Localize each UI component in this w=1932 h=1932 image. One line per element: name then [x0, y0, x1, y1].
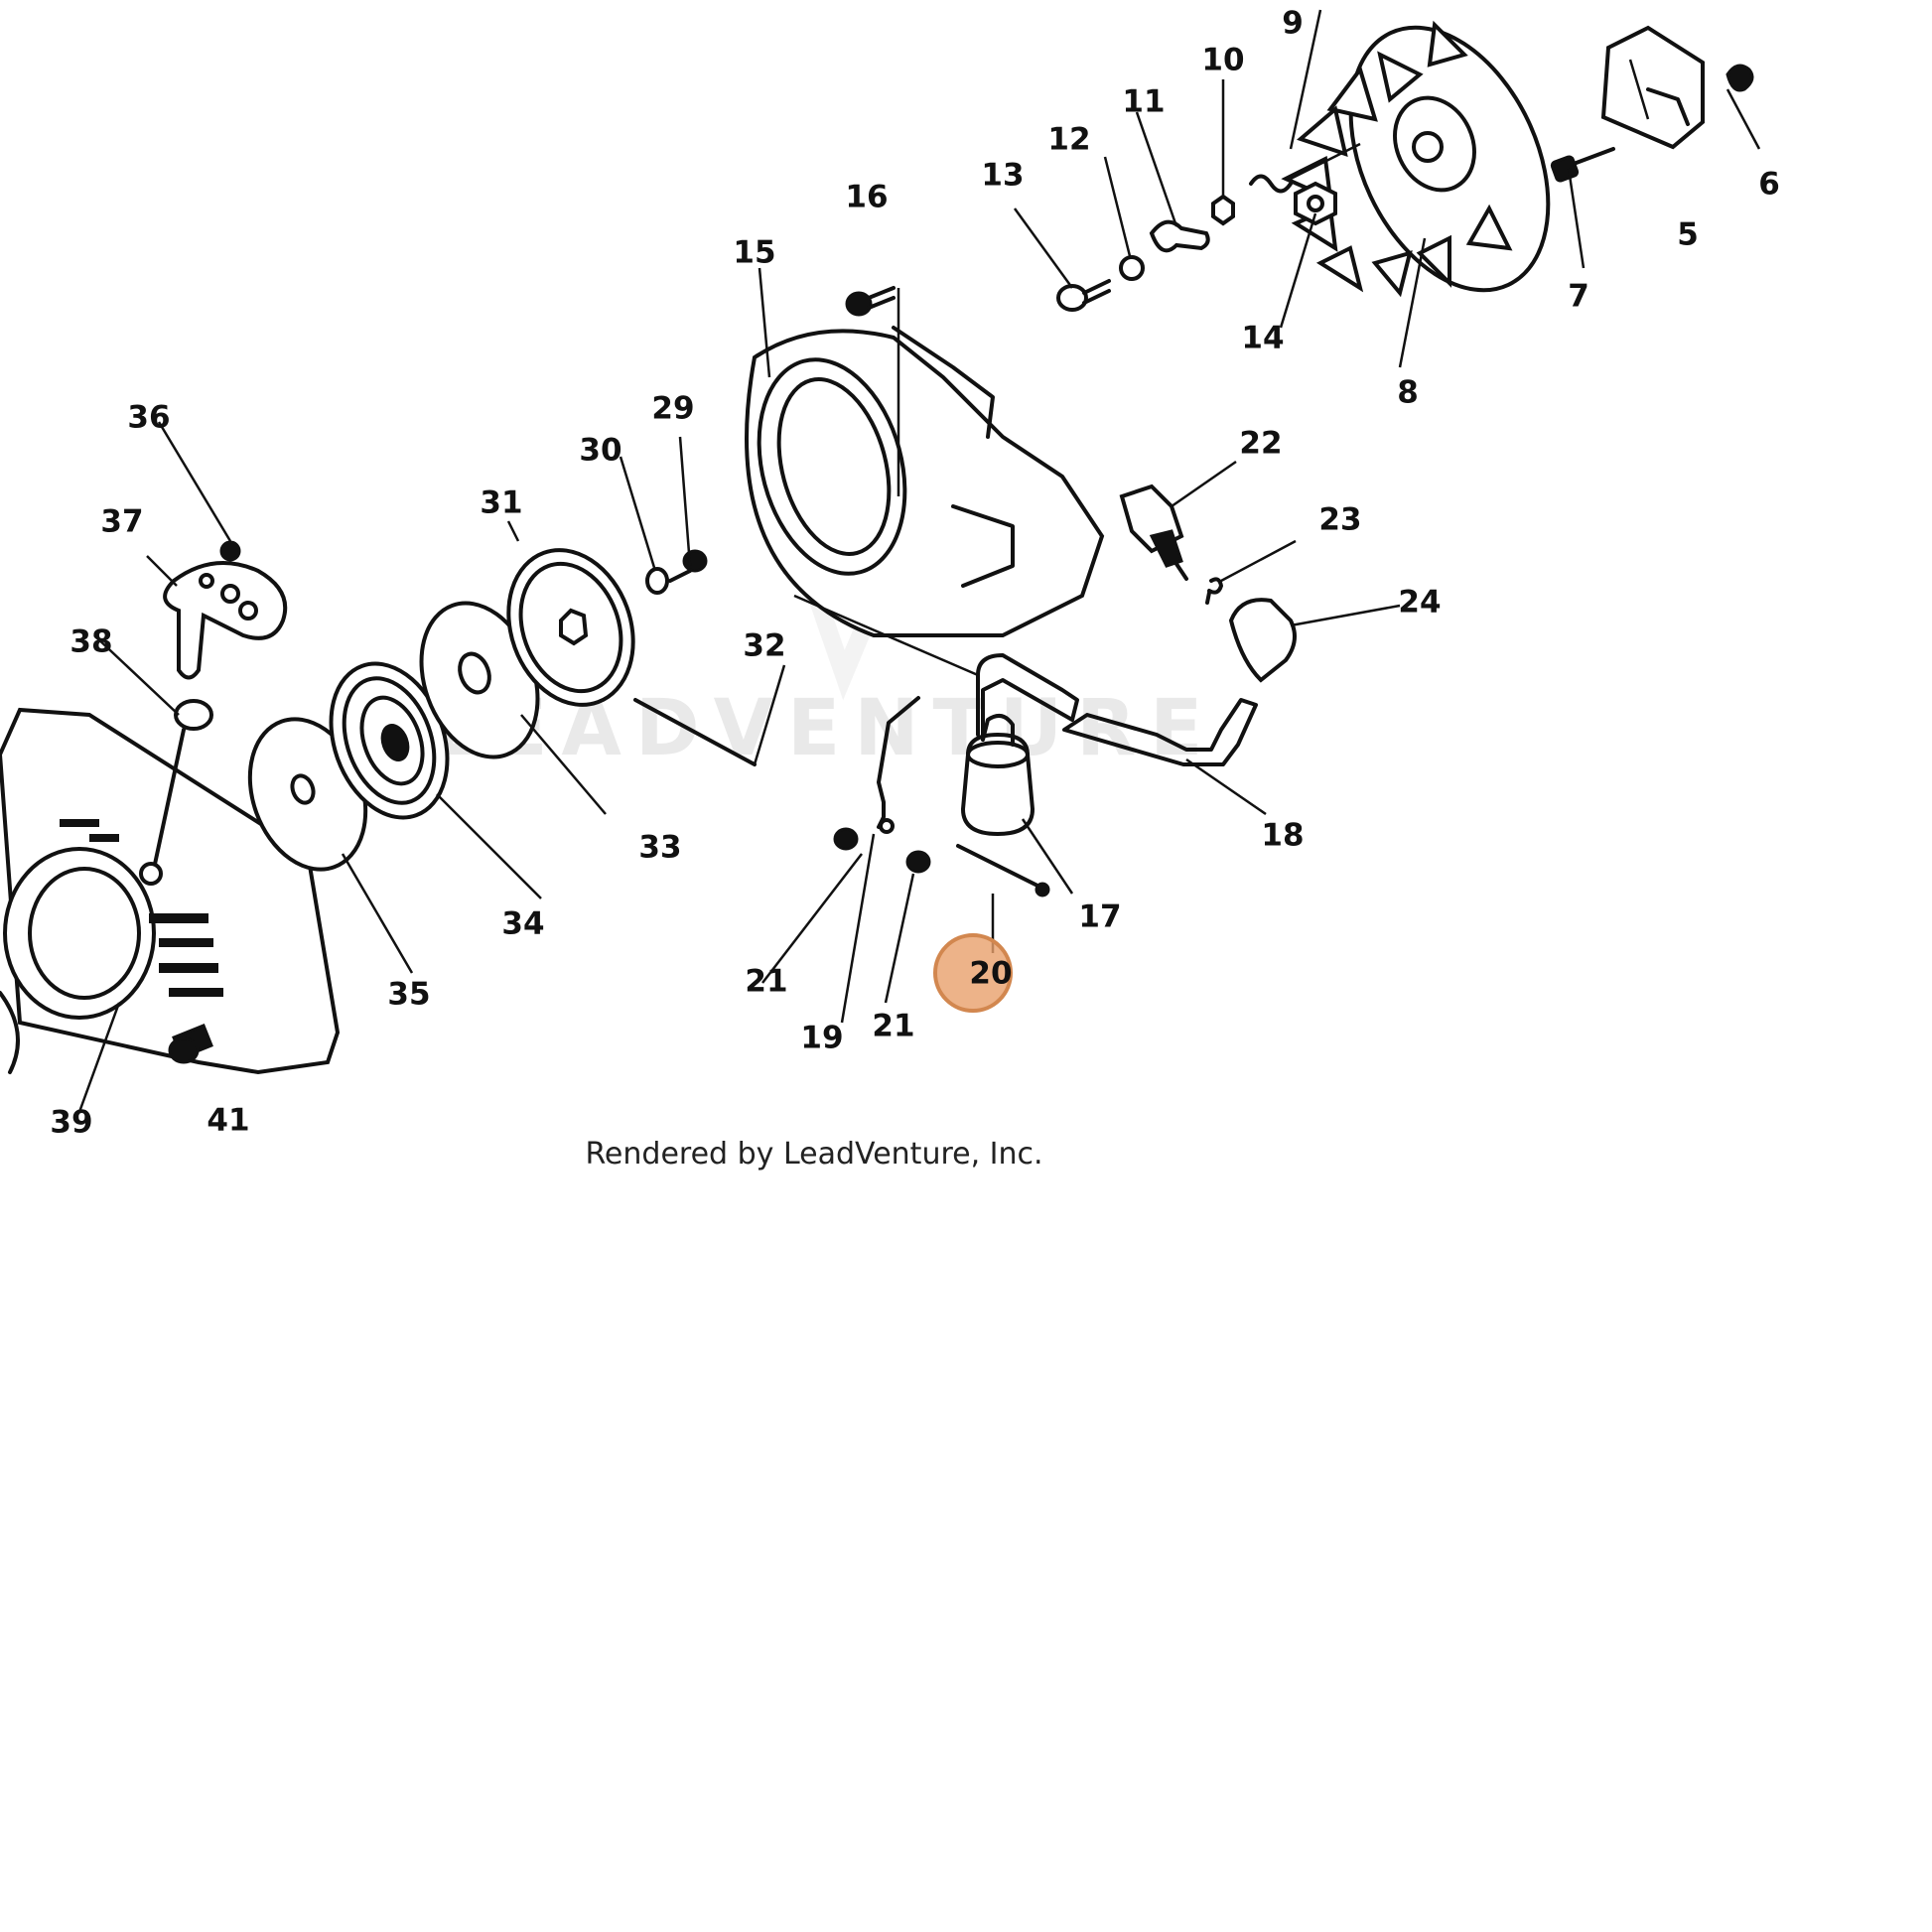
pawl-11	[1149, 219, 1210, 253]
callout-39: 39	[50, 1105, 92, 1141]
callout-33: 33	[638, 830, 681, 866]
callout-6: 6	[1758, 167, 1780, 203]
clip-6	[1725, 64, 1754, 92]
spark-plug-22	[1119, 483, 1188, 581]
callout-34: 34	[501, 906, 544, 942]
screw-21b	[905, 850, 931, 874]
knot-36	[219, 540, 241, 562]
credit-text: Rendered by LeadVenture, Inc.	[585, 1137, 1043, 1172]
spring-9	[1249, 142, 1361, 194]
screw-16	[845, 286, 900, 496]
callout-29: 29	[651, 391, 694, 427]
ignition-module	[1600, 25, 1705, 150]
screw-13	[1056, 279, 1111, 312]
callout-12: 12	[1047, 122, 1090, 158]
callout-10: 10	[1201, 43, 1244, 78]
wire-19	[877, 696, 920, 834]
hv-lead-18	[793, 594, 1258, 766]
boot-24	[1228, 598, 1297, 683]
callout-14: 14	[1241, 321, 1284, 356]
highlight-marker	[933, 933, 1013, 1013]
callout-35: 35	[387, 977, 430, 1013]
callout-19: 19	[800, 1021, 843, 1056]
callout-8: 8	[1397, 375, 1419, 411]
callout-11: 11	[1122, 84, 1165, 120]
screw-7	[1550, 147, 1615, 183]
flywheel	[1281, 20, 1551, 298]
callout-36: 36	[127, 400, 170, 436]
screw-38	[139, 699, 213, 886]
callouts: 5 6 7 8 9 10 11 12 13 14 15 16 17 18 19 …	[50, 6, 1779, 1141]
screw-41	[168, 1024, 213, 1064]
callout-31: 31	[480, 485, 522, 521]
callout-9: 9	[1282, 6, 1304, 42]
nut-14	[1294, 181, 1337, 226]
callout-21-right: 21	[872, 1009, 914, 1044]
leader-lines	[77, 9, 1761, 1113]
callout-30: 30	[579, 433, 621, 469]
screw-21a	[833, 827, 859, 851]
washer-30	[645, 567, 669, 595]
callout-20: 20	[969, 956, 1012, 992]
callout-23: 23	[1318, 502, 1361, 538]
callout-21-left: 21	[745, 964, 787, 1000]
callout-13: 13	[981, 158, 1024, 194]
callout-22: 22	[1239, 426, 1282, 462]
callout-15: 15	[733, 235, 775, 271]
ignition-coil-17	[960, 714, 1035, 837]
callout-16: 16	[845, 180, 888, 215]
callout-5: 5	[1677, 217, 1699, 253]
callout-17: 17	[1078, 899, 1121, 935]
watermark-text: LEADVENTURE	[432, 684, 1217, 773]
rope-32	[633, 698, 757, 766]
nut-10	[1211, 194, 1235, 226]
handle-37	[163, 561, 288, 680]
callout-32: 32	[743, 628, 785, 664]
callout-18: 18	[1261, 818, 1304, 854]
pulley-31	[506, 548, 635, 707]
callout-37: 37	[100, 504, 143, 540]
ground-wire-20	[956, 844, 1050, 897]
spring-23	[1205, 577, 1223, 605]
starter-housing	[0, 707, 341, 1075]
fan-housing	[745, 326, 1105, 637]
callout-38: 38	[69, 624, 112, 660]
callout-41: 41	[207, 1103, 249, 1139]
washer-12	[1119, 255, 1145, 281]
callout-7: 7	[1568, 279, 1589, 315]
callout-24: 24	[1398, 585, 1441, 621]
